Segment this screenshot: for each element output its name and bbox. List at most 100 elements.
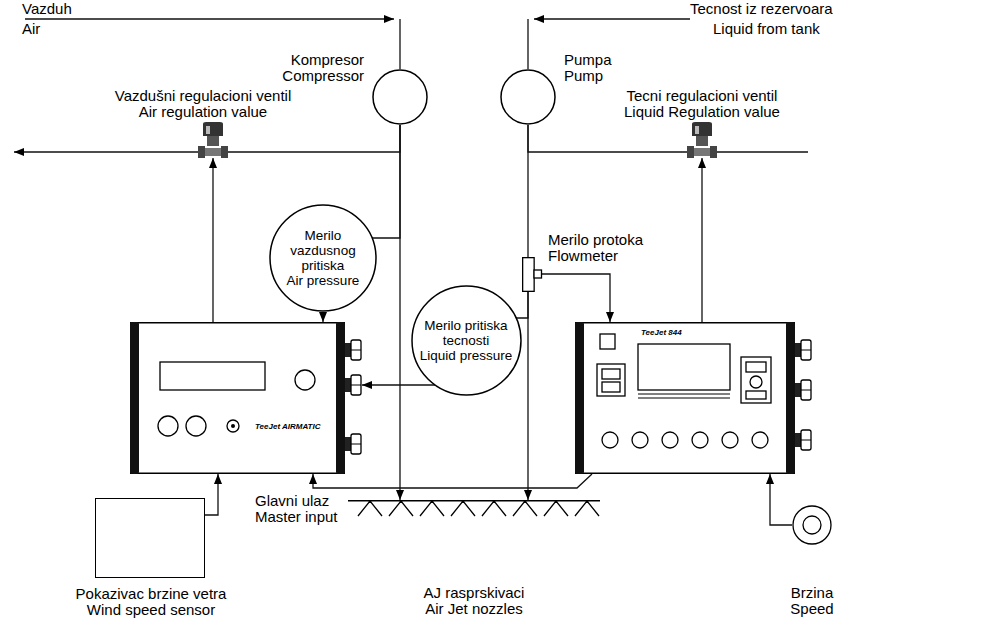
compressor-circle: KompresorCompressor	[372, 69, 428, 125]
connector-collar	[345, 437, 351, 451]
node-label: Merilo vazdusnog pritiska	[275, 228, 371, 273]
node-label: Air pressure	[275, 273, 371, 288]
signal-arrow	[542, 274, 610, 322]
brand-logo: TeeJet AIRMATIC	[255, 422, 321, 431]
speed-wheel	[793, 506, 831, 544]
flow-label: Tecnost iz rezervoara	[690, 1, 833, 17]
switch	[227, 420, 239, 432]
signal-arrow	[701, 158, 702, 322]
flowmeter: Merilo protokaFlowmeter	[522, 257, 542, 292]
indicator	[600, 334, 615, 349]
air-return-line	[14, 151, 198, 152]
controller-housing	[131, 323, 345, 474]
connector-collar	[795, 343, 801, 357]
node-label: Pump	[564, 68, 654, 84]
connector-nut	[351, 434, 361, 454]
air-pressure-gauge: Merilo vazdusnog pritiskaAir pressure	[269, 204, 377, 312]
switch	[602, 369, 620, 379]
liquid-return-line	[717, 151, 808, 152]
pipe-line	[372, 125, 400, 238]
connector-nut	[801, 340, 811, 360]
brand-logo: TeeJet 844	[641, 328, 682, 337]
nozzle-symbols	[348, 501, 600, 516]
air-inlet-line	[25, 18, 394, 19]
node-label: Compressor	[260, 68, 364, 84]
key	[746, 362, 766, 372]
node-label: AJ rasprskivaci	[324, 585, 624, 601]
liquid-inlet-pipe	[527, 19, 528, 69]
switch-dot	[231, 424, 235, 428]
air-valve: Vazdušni regulacioni ventilAir regulatio…	[198, 122, 228, 158]
airmatic-controller: TeeJet AIRMATIC	[130, 322, 362, 474]
key	[746, 391, 766, 399]
pump-circle-outline	[500, 69, 556, 125]
signal-arrow	[205, 474, 218, 515]
liquid-valve: Tecni regulacioni ventilLiquid Regulatio…	[687, 122, 717, 158]
compressor-circle-outline	[372, 69, 428, 125]
node-label: Merilo pritiska tecnosti	[418, 318, 514, 348]
housing-bar	[575, 322, 584, 474]
node-label: Merilo protoka	[548, 232, 678, 248]
valve-body	[205, 148, 221, 156]
nozzle-bar-outline	[348, 500, 600, 516]
signal-arrow	[527, 292, 528, 500]
air-inlet-pipe	[399, 19, 400, 69]
flow-label: Liquid from tank	[713, 21, 820, 37]
connector-nut	[801, 430, 811, 450]
button	[692, 432, 708, 448]
node-label: Brzina	[752, 585, 872, 601]
button	[752, 432, 768, 448]
liquid-inlet-line	[534, 18, 690, 19]
nut-line	[351, 444, 361, 445]
airmatic-controller-outline	[130, 322, 362, 474]
button	[632, 432, 648, 448]
speed-hub	[803, 516, 821, 534]
valve-stem	[207, 136, 219, 146]
button	[186, 416, 206, 436]
pipe-line	[528, 125, 687, 152]
nut-line	[801, 350, 811, 351]
sprayer-controller-outline	[575, 322, 812, 474]
valve-nut	[687, 146, 694, 158]
liquid-pressure-gauge: Merilo pritiska tecnostiLiquid pressure	[411, 285, 522, 396]
pump-circle: PumpaPump	[500, 69, 556, 125]
valve-nut	[710, 146, 717, 158]
key	[750, 376, 762, 388]
pipe-line	[516, 292, 528, 318]
connector-nut	[351, 340, 361, 360]
valve-highlight	[695, 126, 699, 134]
signal-arrow	[399, 125, 400, 500]
node-label: Air Jet nozzles	[324, 601, 624, 617]
switch-panel	[597, 364, 625, 396]
button	[602, 432, 618, 448]
node-label: Liquid Regulation value	[579, 104, 825, 120]
key-panel	[741, 357, 771, 403]
circle-outline	[373, 70, 427, 124]
controller-housing	[576, 323, 795, 474]
valve-body	[694, 148, 710, 156]
display-window	[638, 344, 730, 390]
button	[662, 432, 678, 448]
node-label: Flowmeter	[548, 248, 678, 264]
pipe-line	[228, 125, 400, 152]
liquid-valve-outline	[687, 122, 717, 158]
display-window	[160, 362, 265, 390]
signal-arrow	[322, 312, 323, 322]
flow-label: Vazduh	[22, 1, 72, 17]
connector-collar	[345, 378, 351, 392]
flowmeter-port	[534, 270, 542, 278]
node-label: Pokazivac brzine vetra	[51, 586, 251, 602]
housing-bar	[786, 322, 795, 474]
nozzle-bar: AJ rasprskivaciAir Jet nozzles	[348, 500, 600, 516]
signal-arrow	[362, 384, 435, 385]
valve-stem	[696, 136, 708, 146]
housing-bar	[130, 322, 139, 474]
housing-bar	[336, 322, 345, 474]
display-rule	[638, 394, 730, 398]
speed-sensor-outline	[792, 505, 832, 545]
air-valve-outline	[198, 122, 228, 158]
connector-nut	[801, 380, 811, 400]
